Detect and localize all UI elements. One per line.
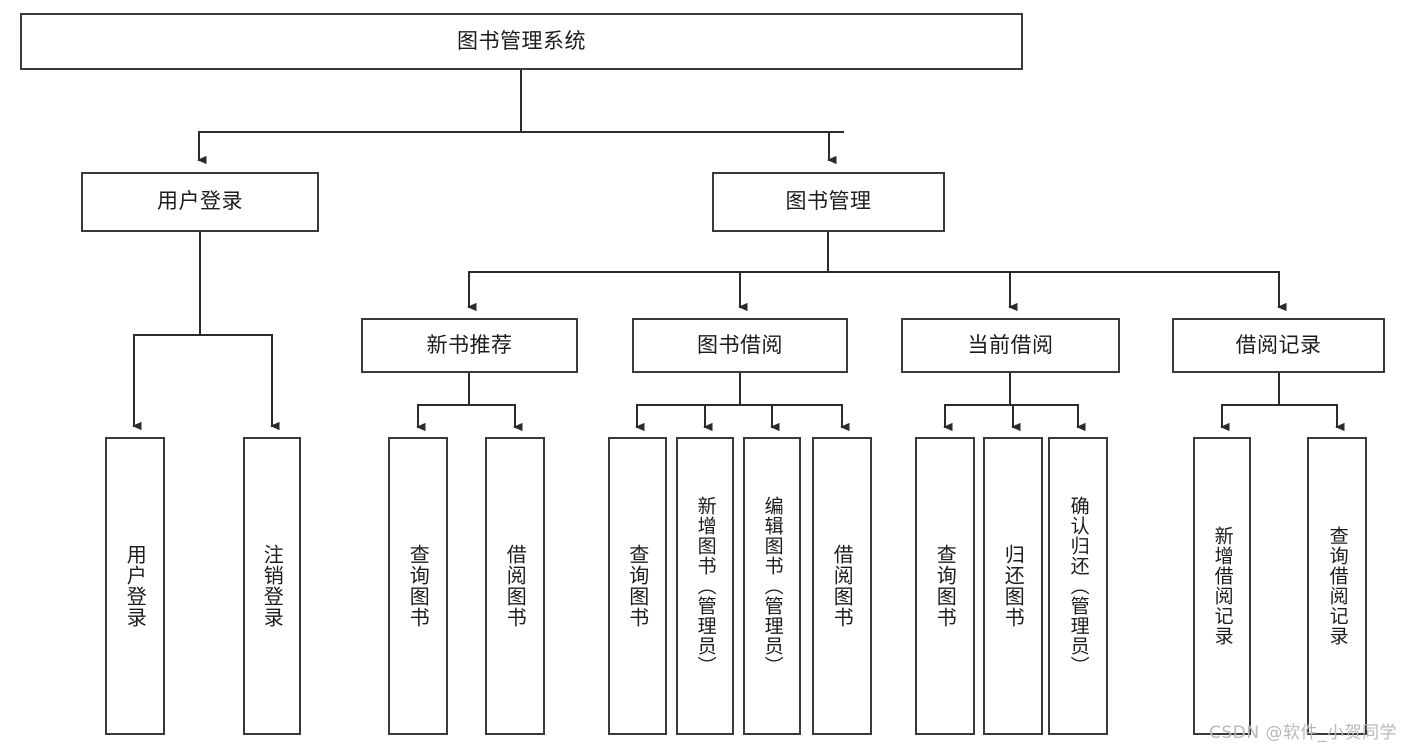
node-leaf-query-book-rec-label: 查询图书 xyxy=(406,544,431,628)
node-leaf-query-borrow-record-label: 查询借阅记录 xyxy=(1326,526,1349,646)
node-leaf-add-book-admin[interactable]: 新增图书（管理员） xyxy=(676,437,734,735)
node-leaf-edit-book-admin-label: 编辑图书（管理员） xyxy=(761,496,784,676)
node-leaf-confirm-return-admin[interactable]: 确认归还（管理员） xyxy=(1048,437,1108,735)
node-user-login[interactable]: 用户登录 xyxy=(81,172,319,232)
node-new-book-rec-label: 新书推荐 xyxy=(426,332,513,357)
node-new-book-rec[interactable]: 新书推荐 xyxy=(361,318,578,373)
node-current-borrow[interactable]: 当前借阅 xyxy=(901,318,1120,373)
node-root-label: 图书管理系统 xyxy=(457,28,586,53)
node-leaf-query-borrow-record[interactable]: 查询借阅记录 xyxy=(1307,437,1367,735)
node-leaf-query-book-rec[interactable]: 查询图书 xyxy=(388,437,448,735)
node-leaf-add-borrow-record[interactable]: 新增借阅记录 xyxy=(1193,437,1251,735)
node-book-borrow-label: 图书借阅 xyxy=(697,332,783,357)
node-leaf-return-book-label: 归还图书 xyxy=(1001,544,1026,628)
node-leaf-borrow-book-rec-label: 借阅图书 xyxy=(503,544,528,628)
node-leaf-user-logout[interactable]: 注销登录 xyxy=(243,437,301,735)
node-leaf-user-login[interactable]: 用户登录 xyxy=(105,437,165,735)
node-leaf-add-borrow-record-label: 新增借阅记录 xyxy=(1211,526,1234,646)
csdn-watermark: CSDN @软件_小贺同学 xyxy=(1209,723,1397,743)
node-leaf-query-book-borrow[interactable]: 查询图书 xyxy=(608,437,667,735)
node-leaf-add-book-admin-label: 新增图书（管理员） xyxy=(694,496,717,676)
node-borrow-record-label: 借阅记录 xyxy=(1235,332,1322,357)
node-leaf-borrow-book[interactable]: 借阅图书 xyxy=(812,437,872,735)
node-leaf-borrow-book-label: 借阅图书 xyxy=(830,544,855,628)
node-user-login-label: 用户登录 xyxy=(157,189,243,214)
node-leaf-edit-book-admin[interactable]: 编辑图书（管理员） xyxy=(743,437,801,735)
node-borrow-record[interactable]: 借阅记录 xyxy=(1172,318,1385,373)
node-root[interactable]: 图书管理系统 xyxy=(20,13,1023,70)
node-book-manage[interactable]: 图书管理 xyxy=(712,172,945,232)
node-leaf-user-logout-label: 注销登录 xyxy=(260,544,285,628)
node-book-borrow[interactable]: 图书借阅 xyxy=(632,318,848,373)
node-leaf-query-book-borrow-label: 查询图书 xyxy=(625,544,650,628)
node-leaf-return-book[interactable]: 归还图书 xyxy=(983,437,1043,735)
node-leaf-query-book-cur-label: 查询图书 xyxy=(933,544,958,628)
node-current-borrow-label: 当前借阅 xyxy=(967,332,1054,357)
node-book-manage-label: 图书管理 xyxy=(785,189,872,214)
node-leaf-borrow-book-rec[interactable]: 借阅图书 xyxy=(485,437,545,735)
node-leaf-confirm-return-admin-label: 确认归还（管理员） xyxy=(1067,496,1090,676)
node-leaf-user-login-label: 用户登录 xyxy=(123,544,148,628)
node-leaf-query-book-cur[interactable]: 查询图书 xyxy=(915,437,975,735)
